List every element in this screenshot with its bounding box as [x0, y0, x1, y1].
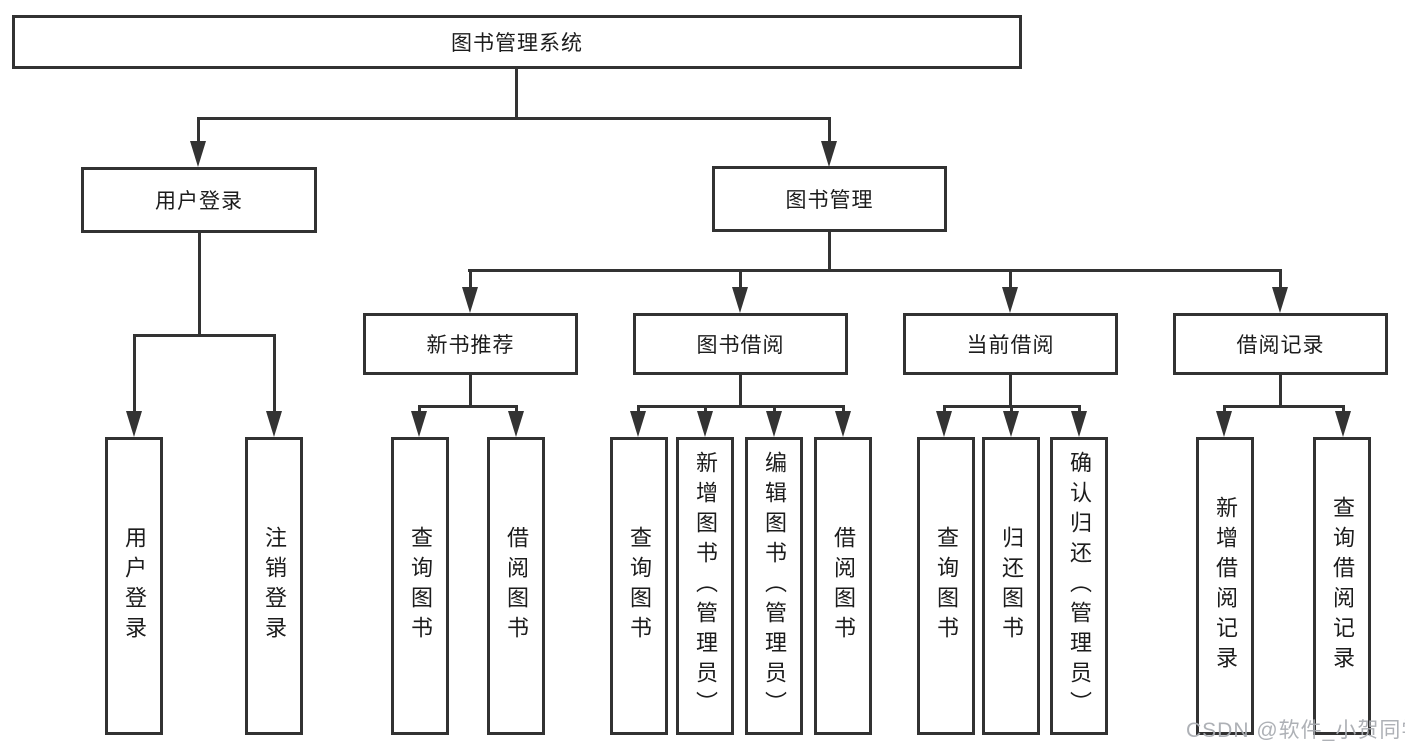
- leaf-edit-book-admin: 编辑图书（管理员）: [745, 437, 803, 735]
- node-root: 图书管理系统: [12, 15, 1022, 69]
- arrowhead-icon: [630, 411, 646, 437]
- arrowhead-icon: [508, 411, 524, 437]
- leaf-borrow-books-label: 借阅图书: [831, 526, 856, 646]
- connector-line: [273, 337, 276, 415]
- arrowhead-icon: [732, 287, 748, 313]
- connector-line: [1279, 375, 1282, 407]
- node-user-login: 用户登录: [81, 167, 317, 233]
- connector-line: [1279, 272, 1282, 290]
- connector-line: [739, 272, 742, 290]
- node-user-login-label: 用户登录: [155, 190, 243, 213]
- leaf-edit-book-admin-label: 编辑图书（管理员）: [762, 451, 787, 721]
- arrowhead-icon: [835, 411, 851, 437]
- connector-line: [468, 269, 1282, 272]
- leaf-query-books-borrow-label: 查询图书: [627, 526, 652, 646]
- leaf-query-borrow-record: 查询借阅记录: [1313, 437, 1371, 735]
- arrowhead-icon: [936, 411, 952, 437]
- connector-line: [469, 272, 472, 290]
- arrowhead-icon: [411, 411, 427, 437]
- leaf-query-books-current-label: 查询图书: [934, 526, 959, 646]
- leaf-add-borrow-record: 新增借阅记录: [1196, 437, 1254, 735]
- arrowhead-icon: [1272, 287, 1288, 313]
- arrowhead-icon: [190, 141, 206, 167]
- node-book-management: 图书管理: [712, 166, 947, 232]
- leaf-user-login-label: 用户登录: [122, 526, 147, 646]
- arrowhead-icon: [126, 411, 142, 437]
- watermark: CSDN @软件_小贺同学: [1186, 719, 1405, 742]
- connector-line: [469, 375, 472, 407]
- arrowhead-icon: [697, 411, 713, 437]
- leaf-borrow-books-recommend: 借阅图书: [487, 437, 545, 735]
- connector-line: [637, 405, 845, 408]
- leaf-query-books-borrow: 查询图书: [610, 437, 668, 735]
- leaf-query-books-recommend-label: 查询图书: [408, 526, 433, 646]
- leaf-borrow-books: 借阅图书: [814, 437, 872, 735]
- node-book-borrow-label: 图书借阅: [696, 334, 785, 357]
- arrowhead-icon: [1003, 411, 1019, 437]
- connector-line: [515, 68, 518, 118]
- leaf-logout-label: 注销登录: [262, 526, 287, 646]
- connector-line: [1223, 405, 1345, 408]
- leaf-confirm-return-admin: 确认归还（管理员）: [1050, 437, 1108, 735]
- connector-line: [739, 375, 742, 407]
- connector-line: [133, 334, 276, 337]
- connector-line: [198, 233, 201, 336]
- node-current-borrow: 当前借阅: [903, 313, 1118, 375]
- node-new-book-recommend-label: 新书推荐: [426, 334, 515, 357]
- connector-line: [828, 120, 831, 146]
- leaf-logout: 注销登录: [245, 437, 303, 735]
- leaf-confirm-return-admin-label: 确认归还（管理员）: [1067, 451, 1092, 721]
- arrowhead-icon: [266, 411, 282, 437]
- leaf-add-book-admin: 新增图书（管理员）: [676, 437, 734, 735]
- leaf-add-book-admin-label: 新增图书（管理员）: [693, 451, 718, 721]
- connector-line: [1009, 272, 1012, 290]
- arrowhead-icon: [1071, 411, 1087, 437]
- arrowhead-icon: [766, 411, 782, 437]
- connector-line: [197, 120, 200, 146]
- node-book-borrow: 图书借阅: [633, 313, 848, 375]
- leaf-add-borrow-record-label: 新增借阅记录: [1213, 496, 1238, 676]
- node-borrow-record: 借阅记录: [1173, 313, 1388, 375]
- node-root-label: 图书管理系统: [451, 32, 583, 55]
- connector-line: [1009, 375, 1012, 407]
- connector-line: [197, 117, 831, 120]
- leaf-query-borrow-record-label: 查询借阅记录: [1330, 496, 1355, 676]
- leaf-query-books-recommend: 查询图书: [391, 437, 449, 735]
- leaf-user-login: 用户登录: [105, 437, 163, 735]
- node-borrow-record-label: 借阅记录: [1236, 334, 1325, 357]
- leaf-return-book-label: 归还图书: [999, 526, 1024, 646]
- connector-line: [943, 405, 1081, 408]
- arrowhead-icon: [1216, 411, 1232, 437]
- arrowhead-icon: [1002, 287, 1018, 313]
- connector-line: [133, 337, 136, 415]
- arrowhead-icon: [462, 287, 478, 313]
- leaf-borrow-books-recommend-label: 借阅图书: [504, 526, 529, 646]
- arrowhead-icon: [1335, 411, 1351, 437]
- leaf-query-books-current: 查询图书: [917, 437, 975, 735]
- node-current-borrow-label: 当前借阅: [966, 334, 1055, 357]
- arrowhead-icon: [821, 141, 837, 167]
- connector-line: [828, 232, 831, 272]
- node-book-management-label: 图书管理: [785, 189, 874, 212]
- node-new-book-recommend: 新书推荐: [363, 313, 578, 375]
- connector-line: [418, 405, 518, 408]
- leaf-return-book: 归还图书: [982, 437, 1040, 735]
